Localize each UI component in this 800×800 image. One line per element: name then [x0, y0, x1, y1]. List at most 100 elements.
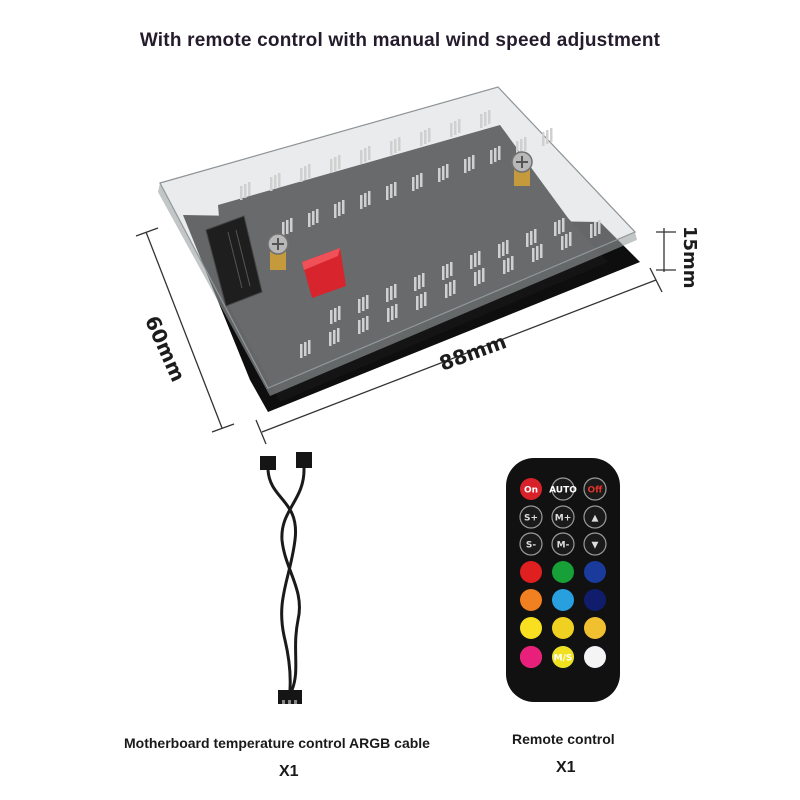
- header-pin: [300, 168, 303, 182]
- header-pin: [416, 175, 419, 189]
- header-pin: [282, 222, 285, 236]
- remote-ms-button[interactable]: M/S: [552, 646, 574, 668]
- header-pin: [304, 166, 307, 180]
- remote-color-button[interactable]: [520, 589, 542, 611]
- header-pin: [470, 255, 473, 269]
- remote-color-button[interactable]: [520, 617, 542, 639]
- header-pin: [360, 195, 363, 209]
- remote-speed-down-button[interactable]: S-: [519, 532, 543, 556]
- remote-color-button[interactable]: [584, 561, 606, 583]
- header-pin: [329, 332, 332, 346]
- header-pin: [274, 175, 277, 189]
- header-pin: [490, 150, 493, 164]
- remote-speed-up-button[interactable]: S+: [519, 505, 543, 529]
- remote-on-button[interactable]: On: [520, 478, 542, 500]
- header-pin: [358, 299, 361, 313]
- header-pin: [387, 308, 390, 322]
- remote-mode-up-button[interactable]: M+: [551, 505, 575, 529]
- header-pin: [524, 137, 527, 151]
- header-pin: [386, 288, 389, 302]
- header-pin: [364, 148, 367, 162]
- header-pin: [478, 270, 481, 284]
- fan-hub-board: [158, 86, 640, 412]
- header-pin: [506, 240, 509, 254]
- remote-color-button[interactable]: [584, 617, 606, 639]
- acrylic-edge-left: [158, 183, 270, 396]
- dim-line-88mm: [261, 279, 657, 433]
- header-pin: [536, 246, 539, 260]
- remote-button-label: Off: [588, 486, 604, 496]
- header-pin: [418, 275, 421, 289]
- header-pin: [468, 157, 471, 171]
- header-pin: [484, 112, 487, 126]
- header-pin: [386, 186, 389, 200]
- header-pin: [308, 213, 311, 227]
- remote-off-button[interactable]: Off: [583, 477, 607, 501]
- remote-color-button[interactable]: [552, 589, 574, 611]
- header-pin: [458, 119, 461, 133]
- header-pin: [308, 340, 311, 354]
- header-pin: [482, 268, 485, 282]
- remote-mode-down-button[interactable]: M-: [551, 532, 575, 556]
- header-pin: [342, 200, 345, 214]
- header-pin: [304, 342, 307, 356]
- header-pin: [478, 251, 481, 265]
- header-pin: [248, 182, 251, 196]
- header-pin: [338, 202, 341, 216]
- header-pin: [532, 248, 535, 262]
- red-module-top: [302, 248, 340, 270]
- header-pin: [390, 286, 393, 300]
- cable-connector-top-left: [260, 456, 276, 470]
- header-pin: [446, 164, 449, 178]
- header-pin: [240, 186, 243, 200]
- header-pin: [562, 218, 565, 232]
- sata-connector: [205, 215, 263, 307]
- header-pin: [540, 244, 543, 258]
- header-pin: [511, 256, 514, 270]
- remote-color-button[interactable]: [552, 561, 574, 583]
- remote-auto-button[interactable]: AUTO: [549, 477, 577, 501]
- header-pin: [278, 173, 281, 187]
- remote-color-button[interactable]: [552, 617, 574, 639]
- remote-color-button[interactable]: [584, 589, 606, 611]
- header-pin: [565, 234, 568, 248]
- header-pin: [337, 328, 340, 342]
- header-pin: [390, 184, 393, 198]
- remote-button-label: M-: [557, 541, 570, 551]
- header-pin: [474, 253, 477, 267]
- cable-caption: Motherboard temperature control ARGB cab…: [124, 735, 430, 751]
- header-pin: [498, 244, 501, 258]
- header-pin: [270, 177, 273, 191]
- remote-color-button[interactable]: [520, 561, 542, 583]
- header-pin: [438, 168, 441, 182]
- remote-brightness-down-button[interactable]: ▼: [583, 532, 607, 556]
- header-pin: [286, 220, 289, 234]
- cable-connector-top-right: [296, 452, 312, 468]
- remote-color-button[interactable]: [520, 646, 542, 668]
- header-pin: [450, 123, 453, 137]
- remote-white-button[interactable]: [584, 646, 606, 668]
- header-pin: [449, 282, 452, 296]
- header-pin: [368, 146, 371, 160]
- remote-button-label: ▲: [592, 514, 599, 524]
- pcb-board: [218, 125, 608, 402]
- header-pin: [480, 114, 483, 128]
- header-pin: [503, 260, 506, 274]
- header-pin: [358, 320, 361, 334]
- header-pin: [442, 266, 445, 280]
- header-pin: [364, 193, 367, 207]
- header-pin: [472, 155, 475, 169]
- remote-button-label: ▼: [592, 541, 599, 551]
- header-pin: [428, 128, 431, 142]
- header-pin: [412, 177, 415, 191]
- remote-brightness-up-button[interactable]: ▲: [583, 505, 607, 529]
- header-pin: [366, 295, 369, 309]
- header-pin: [594, 222, 597, 236]
- cable-wire: [266, 469, 298, 691]
- header-pin: [334, 308, 337, 322]
- header-pin: [334, 204, 337, 218]
- header-pin: [561, 236, 564, 250]
- header-pin: [330, 159, 333, 173]
- header-pin: [422, 273, 425, 287]
